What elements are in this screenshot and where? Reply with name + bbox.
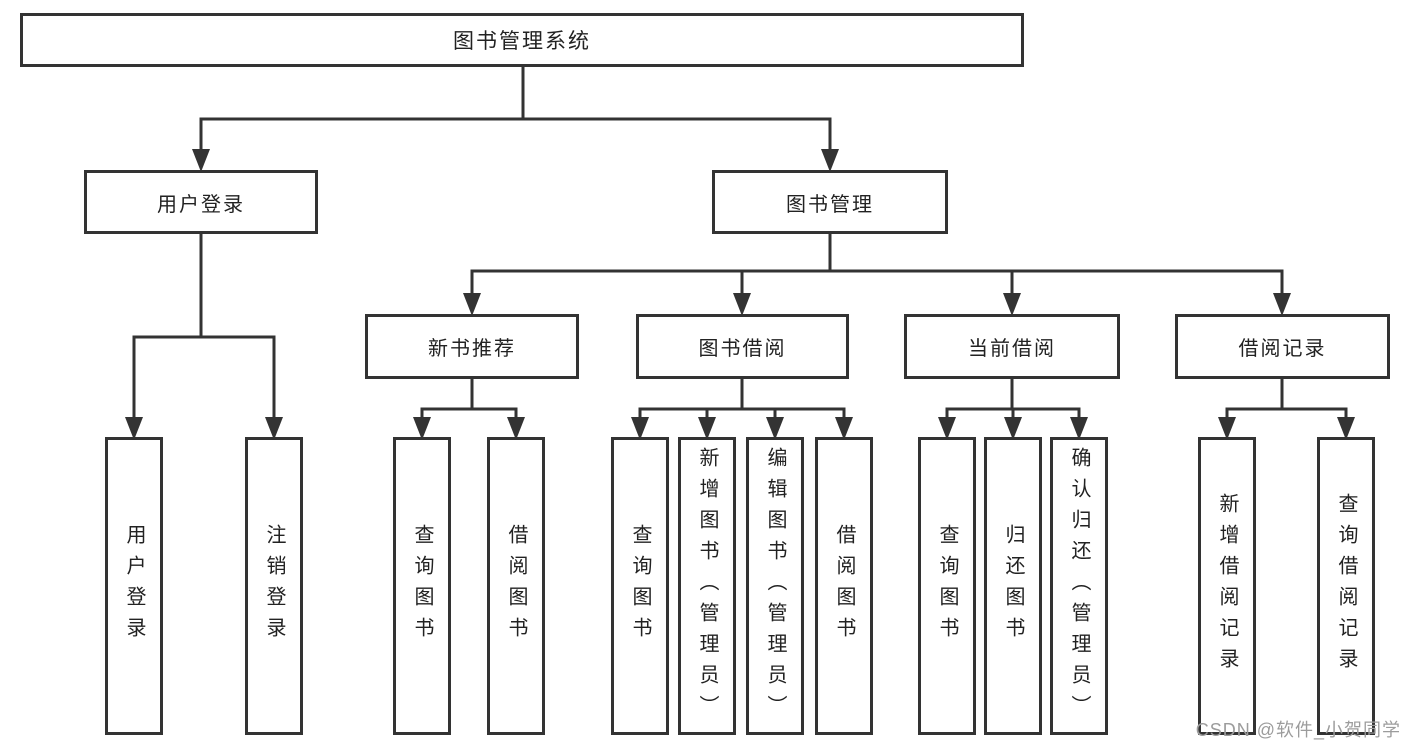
leaf-query-books-recommend: 查询图书 — [393, 437, 451, 735]
leaf-confirm-return-admin: 确认归还（管理员） — [1050, 437, 1108, 735]
leaf-query-borrow-record: 查询借阅记录 — [1317, 437, 1375, 735]
leaf-user-login: 用户登录 — [105, 437, 163, 735]
node-current-borrow: 当前借阅 — [904, 314, 1120, 379]
node-library-management-system: 图书管理系统 — [20, 13, 1024, 67]
leaf-return-books: 归还图书 — [984, 437, 1042, 735]
node-borrow-records: 借阅记录 — [1175, 314, 1390, 379]
leaf-query-books-borrow: 查询图书 — [611, 437, 669, 735]
csdn-watermark: CSDN @软件_小贺同学 — [1195, 720, 1401, 740]
leaf-borrow-books: 借阅图书 — [815, 437, 873, 735]
leaf-query-books-current: 查询图书 — [918, 437, 976, 735]
leaf-add-book-admin: 新增图书（管理员） — [678, 437, 736, 735]
node-book-management: 图书管理 — [712, 170, 948, 234]
arrowhead-icons — [125, 149, 1355, 440]
node-book-borrow: 图书借阅 — [636, 314, 849, 379]
node-new-book-recommend: 新书推荐 — [365, 314, 579, 379]
node-user-login: 用户登录 — [84, 170, 318, 234]
leaf-edit-book-admin: 编辑图书（管理员） — [746, 437, 804, 735]
leaf-add-borrow-record: 新增借阅记录 — [1198, 437, 1256, 735]
leaf-logout-login: 注销登录 — [245, 437, 303, 735]
leaf-borrow-books-recommend: 借阅图书 — [487, 437, 545, 735]
